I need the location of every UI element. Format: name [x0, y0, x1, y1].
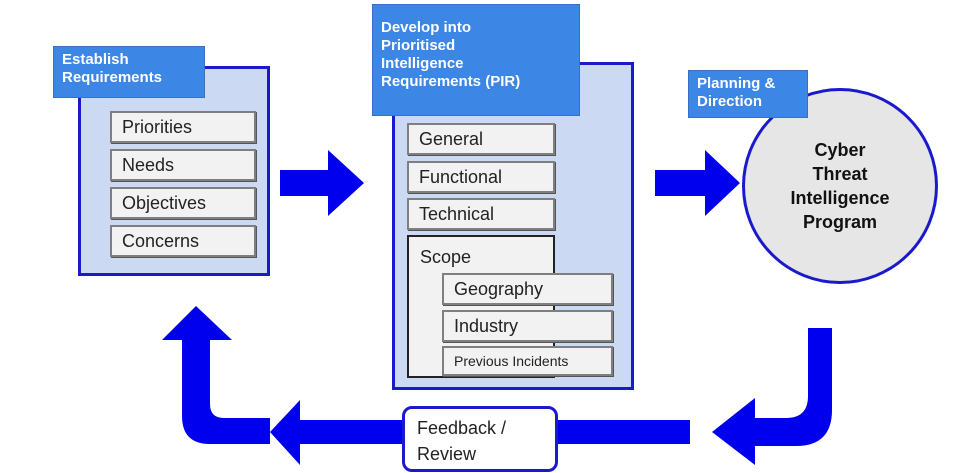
scope-item-industry: Industry — [442, 310, 613, 342]
develop-item-technical: Technical — [407, 198, 555, 230]
planning-title-line-2: Direction — [697, 93, 763, 110]
scope-label: Scope — [420, 247, 472, 267]
cti-program-text: Cyber Threat Intelligence Program — [790, 138, 889, 234]
planning-title-line-1: Planning & — [697, 75, 776, 92]
circle-line-1: Cyber — [814, 140, 866, 160]
circle-line-4: Program — [802, 212, 878, 232]
arrow-right-2 — [655, 150, 740, 216]
develop-item-functional: Functional — [407, 161, 555, 193]
arrow-right-1 — [280, 150, 364, 216]
circle-line-3: Intelligence — [790, 188, 890, 208]
cti-program-circle: Cyber Threat Intelligence Program — [742, 88, 938, 284]
develop-title-line-1: Develop into — [381, 19, 472, 36]
scope-item-geography: Geography — [442, 273, 613, 305]
develop-title-line-3: Intelligence — [381, 55, 464, 72]
establish-item-priorities: Priorities — [110, 111, 256, 143]
develop-title: Develop into Prioritised Intelligence Re… — [372, 4, 580, 116]
develop-title-line-2: Prioritised — [381, 37, 456, 54]
establish-title-line-1: Establish — [62, 51, 129, 68]
arrow-loop-to-feedback — [712, 328, 832, 465]
develop-title-line-4: Requirements (PIR) — [381, 73, 521, 90]
planning-title: Planning & Direction — [688, 70, 808, 118]
scope-box: Scope — [407, 235, 555, 378]
establish-item-objectives: Objectives — [110, 187, 256, 219]
establish-item-concerns: Concerns — [110, 225, 256, 257]
arrow-loop-up — [162, 306, 270, 444]
establish-item-needs: Needs — [110, 149, 256, 181]
feedback-review-box: Feedback / Review — [402, 406, 558, 472]
circle-line-2: Threat — [812, 164, 868, 184]
feedback-line-1: Feedback / — [417, 418, 507, 438]
feedback-line-2: Review — [417, 444, 477, 464]
scope-item-previous-incidents: Previous Incidents — [442, 346, 613, 376]
establish-title: Establish Requirements — [53, 46, 205, 98]
establish-title-line-2: Requirements — [62, 69, 163, 86]
develop-item-general: General — [407, 123, 555, 155]
